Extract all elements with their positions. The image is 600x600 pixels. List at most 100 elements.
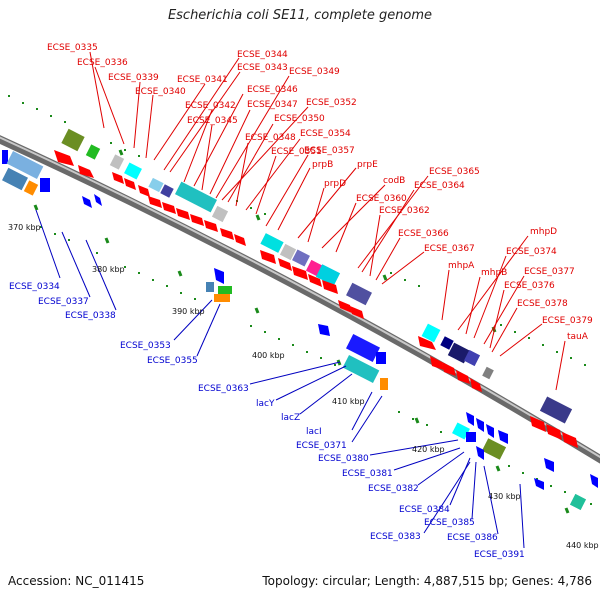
gene-arrow [338, 300, 352, 313]
gene-arrow [54, 150, 74, 166]
gene-feature [85, 144, 101, 160]
gene-arrow [418, 336, 436, 350]
gene-feature [260, 233, 284, 253]
gene-arrow [546, 424, 562, 440]
gene-feature [421, 323, 441, 343]
gene-arrow [220, 228, 234, 240]
top-gene-labels: ECSE_0335ECSE_0336ECSE_0339ECSE_0340ECSE… [47, 43, 593, 342]
gene-label-ecse_0382: ECSE_0382 [368, 484, 419, 494]
gene-label-ecse_0351: ECSE_0351 [271, 147, 322, 157]
gene-arrow [498, 430, 508, 444]
kbp-label: 390 kbp [172, 307, 205, 316]
accession-label: Accession: NC_011415 [8, 574, 145, 588]
gene-arrow [430, 356, 444, 370]
gene-label-ecse_0354: ECSE_0354 [300, 129, 351, 139]
genome-backbone [0, 135, 600, 464]
gene-label-ecse_0371: ECSE_0371 [296, 441, 347, 451]
gene-feature [6, 151, 44, 179]
gene-feature [482, 366, 494, 380]
kbp-ticks [33, 149, 570, 514]
gene-label-ecse_0335: ECSE_0335 [47, 43, 98, 53]
gene-feature [481, 438, 507, 460]
gene-label-codb: codB [383, 176, 405, 186]
gene-feature [2, 150, 8, 164]
gene-label-ecse_0350: ECSE_0350 [274, 114, 325, 124]
gene-feature [40, 178, 50, 192]
gene-label-prpe: prpE [357, 160, 378, 170]
gene-arrow [260, 250, 276, 264]
gene-arrow [112, 172, 124, 184]
gene-label-prpb: prpB [312, 160, 333, 170]
gene-label-ecse_0334: ECSE_0334 [9, 282, 60, 292]
gene-feature [279, 243, 297, 261]
gene-label-ecse_0357: ECSE_0357 [304, 146, 355, 156]
gene-label-ecse_0362: ECSE_0362 [379, 206, 430, 216]
gene-feature [214, 294, 230, 302]
forward-genes [54, 128, 578, 448]
gene-feature [206, 282, 214, 292]
gene-label-ecse_0341: ECSE_0341 [177, 75, 228, 85]
gene-label-ecse_0360: ECSE_0360 [356, 194, 407, 204]
gene-feature [218, 286, 232, 294]
gene-arrow [318, 324, 330, 336]
gene-feature [292, 249, 310, 267]
gene-label-ecse_0378: ECSE_0378 [517, 299, 568, 309]
gene-arrow [234, 234, 246, 246]
kbp-label: 430 kbp [488, 492, 521, 501]
gene-arrow [350, 306, 364, 319]
gene-label-ecse_0377: ECSE_0377 [524, 267, 575, 277]
gene-arrow [138, 185, 150, 197]
gene-label-ecse_0342: ECSE_0342 [185, 101, 236, 111]
gene-label-ecse_0379: ECSE_0379 [542, 316, 593, 326]
topology-summary: Topology: circular; Length: 4,887,515 bp… [262, 574, 592, 588]
gene-feature [61, 128, 85, 152]
gene-feature [148, 177, 164, 193]
gene-label-ecse_0336: ECSE_0336 [77, 58, 128, 68]
gene-arrow [308, 274, 322, 287]
gene-label-ecse_0353: ECSE_0353 [120, 341, 171, 351]
gene-feature [2, 167, 28, 191]
gene-feature [175, 181, 217, 213]
gene-label-ecse_0365: ECSE_0365 [429, 167, 480, 177]
gene-arrow [456, 370, 470, 384]
gene-label-ecse_0384: ECSE_0384 [399, 505, 450, 515]
gene-label-ecse_0343: ECSE_0343 [237, 63, 288, 73]
gene-feature [346, 282, 372, 306]
gene-arrow [470, 378, 482, 392]
gene-label-ecse_0348: ECSE_0348 [245, 133, 296, 143]
gene-feature [109, 154, 125, 170]
gene-arrow [530, 416, 546, 432]
gene-arrow [562, 432, 578, 448]
gene-feature [447, 342, 471, 364]
bottom-gene-labels: ECSE_0334ECSE_0337ECSE_0338ECSE_0353ECSE… [9, 282, 525, 560]
gene-arrow [278, 258, 292, 271]
gene-label-ecse_0363: ECSE_0363 [198, 384, 249, 394]
gene-feature [346, 334, 380, 362]
gene-feature [440, 336, 454, 350]
gene-feature [466, 432, 476, 442]
gene-feature [463, 349, 481, 367]
tick-dots [8, 95, 592, 505]
kbp-label: 370 kbp [8, 223, 41, 232]
gene-label-taua: tauA [567, 332, 589, 342]
gene-label-ecse_0381: ECSE_0381 [342, 469, 393, 479]
gene-arrow [162, 202, 176, 214]
gene-label-prpd: prpD [324, 179, 346, 189]
gene-label-mhpa: mhpA [448, 261, 475, 271]
gene-label-ecse_0347: ECSE_0347 [247, 100, 298, 110]
gene-label-ecse_0344: ECSE_0344 [237, 50, 288, 60]
kbp-label: 420 kbp [412, 445, 445, 454]
gene-label-laci: lacI [306, 427, 322, 437]
gene-arrow [466, 412, 474, 426]
gene-feature [452, 422, 470, 440]
gene-label-ecse_0340: ECSE_0340 [135, 87, 186, 97]
gene-feature [539, 396, 573, 424]
gene-label-mhpb: mhpB [481, 268, 507, 278]
gene-arrow [94, 194, 102, 206]
kbp-label: 440 kbp [566, 541, 599, 550]
gene-label-ecse_0364: ECSE_0364 [414, 181, 465, 191]
gene-label-ecse_0339: ECSE_0339 [108, 73, 159, 83]
